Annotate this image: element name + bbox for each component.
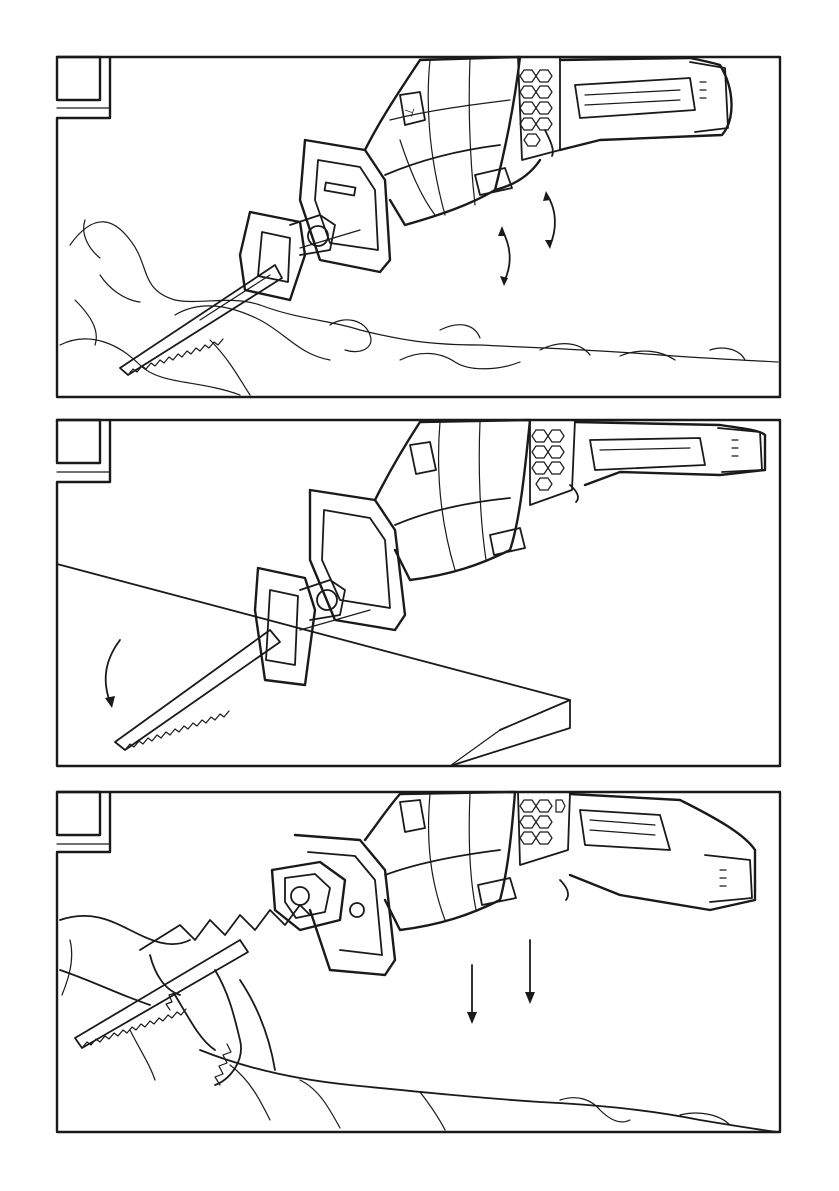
reciprocating-saw-icon bbox=[272, 792, 755, 975]
rotation-arrow-icon bbox=[498, 191, 555, 286]
figure-3-frame bbox=[57, 792, 780, 1132]
down-arrow-icon bbox=[467, 940, 535, 1024]
reciprocating-saw-icon: ⊥ bbox=[240, 57, 732, 300]
grille-icon bbox=[518, 57, 560, 160]
figure-3-corner-step bbox=[57, 792, 110, 844]
grille-icon bbox=[530, 420, 575, 505]
saw-blade-icon bbox=[115, 630, 280, 750]
grille-icon bbox=[518, 792, 570, 865]
log-surface bbox=[60, 220, 778, 395]
saw-blade-icon bbox=[120, 265, 282, 375]
figure-1-panel: ⊥ bbox=[0, 0, 839, 410]
figure-1-number-box bbox=[57, 57, 100, 100]
rotation-arrow-icon bbox=[105, 640, 120, 708]
figure-2-panel bbox=[0, 410, 839, 780]
figure-2-number-box bbox=[57, 420, 100, 463]
figure-3-number-box bbox=[57, 792, 100, 835]
figure-1-frame bbox=[57, 57, 780, 397]
figure-3-illustration bbox=[0, 780, 839, 1191]
figure-3-panel bbox=[0, 780, 839, 1191]
figure-2-illustration bbox=[0, 410, 839, 780]
reciprocating-saw-icon bbox=[255, 420, 765, 685]
figure-2-corner-step bbox=[57, 420, 110, 472]
figure-1-illustration: ⊥ bbox=[0, 0, 839, 410]
saw-blade-icon bbox=[75, 940, 248, 1048]
branch-surface bbox=[60, 916, 778, 1132]
board-surface bbox=[57, 564, 570, 766]
